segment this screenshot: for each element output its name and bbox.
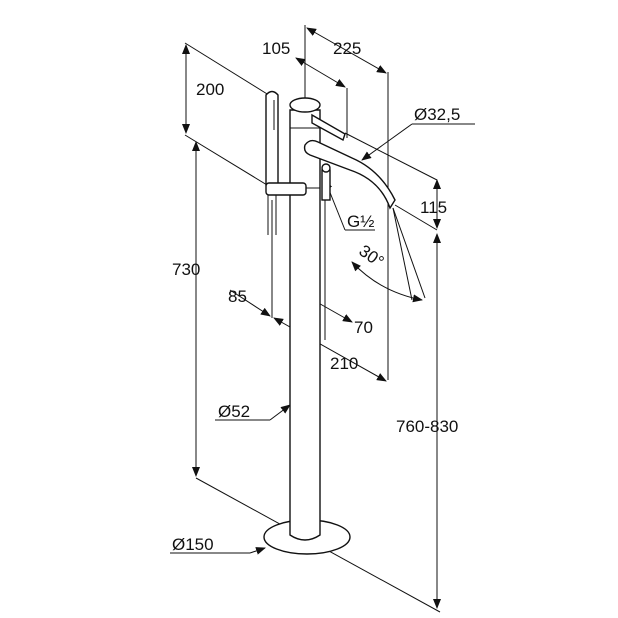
label-225: 225 bbox=[333, 39, 361, 58]
spout bbox=[303, 139, 396, 210]
mixer-body bbox=[263, 90, 396, 555]
diverter bbox=[321, 169, 331, 201]
label-column-diameter: Ø52 bbox=[218, 402, 250, 421]
label-105: 105 bbox=[262, 39, 290, 58]
label-total-height: 760-830 bbox=[396, 417, 458, 436]
label-spout-diameter: Ø32,5 bbox=[414, 105, 460, 124]
label-70: 70 bbox=[354, 318, 373, 337]
dimension-labels: 200 105 225 Ø32,5 115 G½ 30° 730 85 70 2… bbox=[172, 39, 460, 554]
label-730: 730 bbox=[172, 260, 200, 279]
column bbox=[289, 109, 321, 541]
lever bbox=[311, 113, 346, 142]
label-85: 85 bbox=[228, 287, 247, 306]
column-cap bbox=[289, 97, 321, 113]
label-connection: G½ bbox=[347, 212, 374, 231]
hand-shower bbox=[265, 90, 279, 186]
label-base-diameter: Ø150 bbox=[172, 535, 214, 554]
label-200: 200 bbox=[196, 80, 224, 99]
shower-holder bbox=[265, 182, 307, 196]
label-210: 210 bbox=[330, 354, 358, 373]
label-angle: 30° bbox=[355, 241, 387, 271]
label-115: 115 bbox=[420, 198, 447, 217]
